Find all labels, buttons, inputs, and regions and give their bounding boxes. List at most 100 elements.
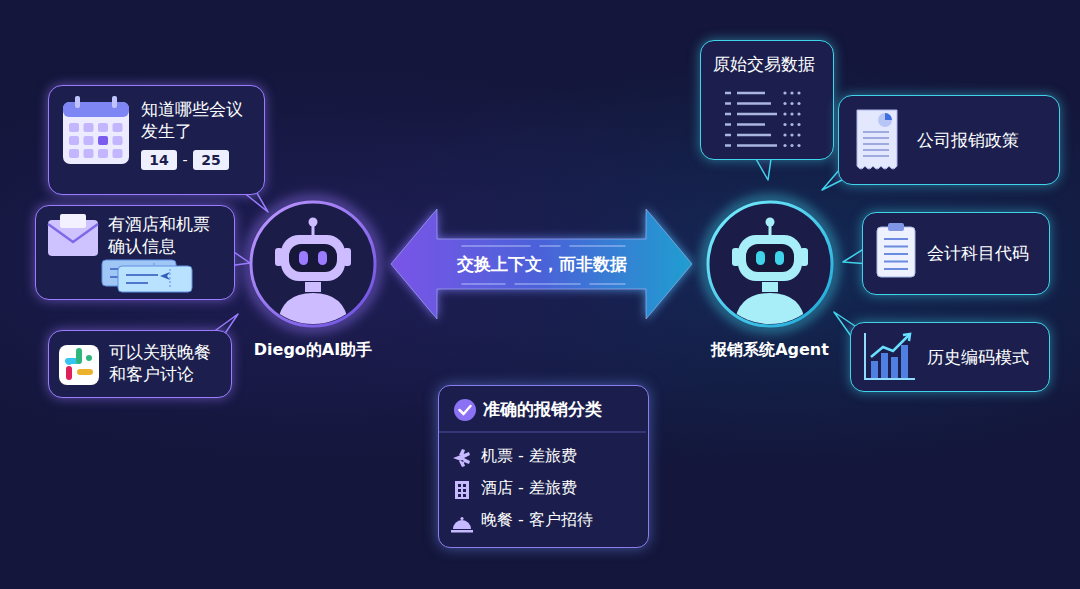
- chart-trend: [871, 335, 909, 357]
- list-line: [884, 253, 908, 255]
- robot-illustration: [700, 196, 840, 336]
- dash-line: [590, 283, 625, 285]
- label-holder: -: [179, 150, 191, 170]
- date-label: 25: [193, 150, 229, 170]
- robot-antenna-ball: [309, 218, 318, 227]
- data-dot: [797, 144, 800, 147]
- data-dot: [790, 112, 793, 115]
- receipt-line: [863, 143, 889, 145]
- chart-bar: [891, 357, 898, 378]
- plane-glyph: [160, 272, 170, 280]
- robot-eye: [775, 251, 784, 265]
- ticket-icon: [118, 266, 192, 292]
- date-label: -: [179, 150, 191, 170]
- text-holder: 准确的报销分类: [483, 398, 638, 420]
- ticket-line: [126, 282, 148, 284]
- calendar-header: [63, 102, 129, 117]
- calendar-cell: [69, 149, 79, 158]
- text-holder: 可以关联晚餐和客户讨论: [109, 341, 224, 385]
- calendar-cell: [98, 123, 108, 132]
- label-holder: 14: [141, 150, 177, 170]
- data-dot: [783, 144, 786, 147]
- text-holder: 知道哪些会议发生了: [141, 98, 256, 142]
- date-label: 14: [141, 150, 177, 170]
- data-dot: [797, 123, 800, 126]
- robot-eye: [318, 251, 327, 265]
- dash-line: [540, 245, 560, 247]
- calendar-cell: [98, 136, 108, 145]
- robot-figure: [275, 218, 351, 329]
- dash-line: [462, 283, 505, 285]
- hotel-window: [458, 484, 461, 487]
- chart-arrow: [903, 334, 910, 341]
- hotel-window: [463, 484, 466, 487]
- robot-illustration: [243, 196, 383, 336]
- data-dot: [783, 123, 786, 126]
- calendar-cell: [113, 136, 123, 145]
- calendar-cell: [84, 149, 94, 158]
- result-heading: 准确的报销分类: [483, 398, 638, 420]
- text-holder: 晚餐 - 客户招待: [481, 510, 641, 531]
- calendar-cell: [84, 136, 94, 145]
- robot-body: [734, 293, 806, 328]
- calendar-icon: [63, 102, 129, 164]
- hotel-window: [458, 489, 461, 492]
- agent-label: Diego的AI助手: [243, 340, 383, 361]
- callout-bubble: 可以关联晚餐和客户讨论: [48, 330, 232, 398]
- callout-bubble: 会计科目代码: [862, 212, 1050, 295]
- pie-chart: [878, 113, 892, 127]
- agent-label: 报销系统Agent: [700, 340, 840, 361]
- robot-body: [277, 293, 349, 328]
- check-mark: [460, 406, 471, 414]
- result-item: 晚餐 - 客户招待: [481, 510, 641, 531]
- letter: [60, 214, 86, 228]
- agent-node: 报销系统Agent: [700, 196, 848, 367]
- data-row: [737, 144, 777, 147]
- result-box: 准确的报销分类机票 - 差旅费酒店 - 差旅费晚餐 - 客户招待: [438, 385, 649, 548]
- bubble-tails: [205, 152, 870, 346]
- robot-head: [738, 235, 802, 281]
- receipt-line: [863, 149, 889, 151]
- data-dot: [783, 102, 786, 105]
- calendar-cell: [84, 123, 94, 132]
- dinner-knob: [460, 517, 463, 520]
- data-dot: [783, 133, 786, 136]
- chart-axes: [865, 333, 915, 379]
- text-holder: 会计科目代码: [927, 242, 1042, 264]
- clipboard-icon: [877, 227, 915, 277]
- chart-bar: [871, 361, 878, 378]
- dash-line: [515, 283, 580, 285]
- calendar-cell: [113, 149, 123, 158]
- hotel-window: [458, 494, 461, 497]
- clipboard-clip: [888, 223, 904, 231]
- data-row: [725, 102, 731, 105]
- label-holder: 25: [193, 150, 229, 170]
- data-dot: [790, 102, 793, 105]
- robot-neck: [305, 282, 321, 292]
- slack-icon: [59, 345, 99, 385]
- agent-node: Diego的AI助手: [243, 196, 391, 367]
- robot-eye: [299, 251, 308, 265]
- callout-text: 知道哪些会议发生了: [141, 98, 256, 142]
- hotel-icon: [455, 481, 469, 499]
- robot-visor: [746, 244, 794, 272]
- data-row: [737, 102, 771, 105]
- data-dot: [783, 91, 786, 94]
- callout-text: 可以关联晚餐和客户讨论: [109, 341, 224, 385]
- calendar-ring: [75, 96, 80, 108]
- robot-head: [281, 235, 345, 281]
- text-holder: 有酒店和机票确认信息: [108, 213, 223, 257]
- calendar-cell: [69, 123, 79, 132]
- data-row: [725, 123, 731, 126]
- list-line: [884, 261, 908, 263]
- data-dot: [790, 123, 793, 126]
- callout-text: 公司报销政策: [917, 129, 1052, 151]
- edge-label: 交换上下文，而非数据: [457, 253, 627, 276]
- data-dot: [783, 112, 786, 115]
- callout-text: 有酒店和机票确认信息: [108, 213, 223, 257]
- receipt-icon: [857, 110, 897, 169]
- ticket-line: [126, 274, 158, 276]
- check-icon: [454, 399, 476, 421]
- text-holder: 原始交易数据: [701, 53, 826, 75]
- chart-bar: [881, 353, 888, 378]
